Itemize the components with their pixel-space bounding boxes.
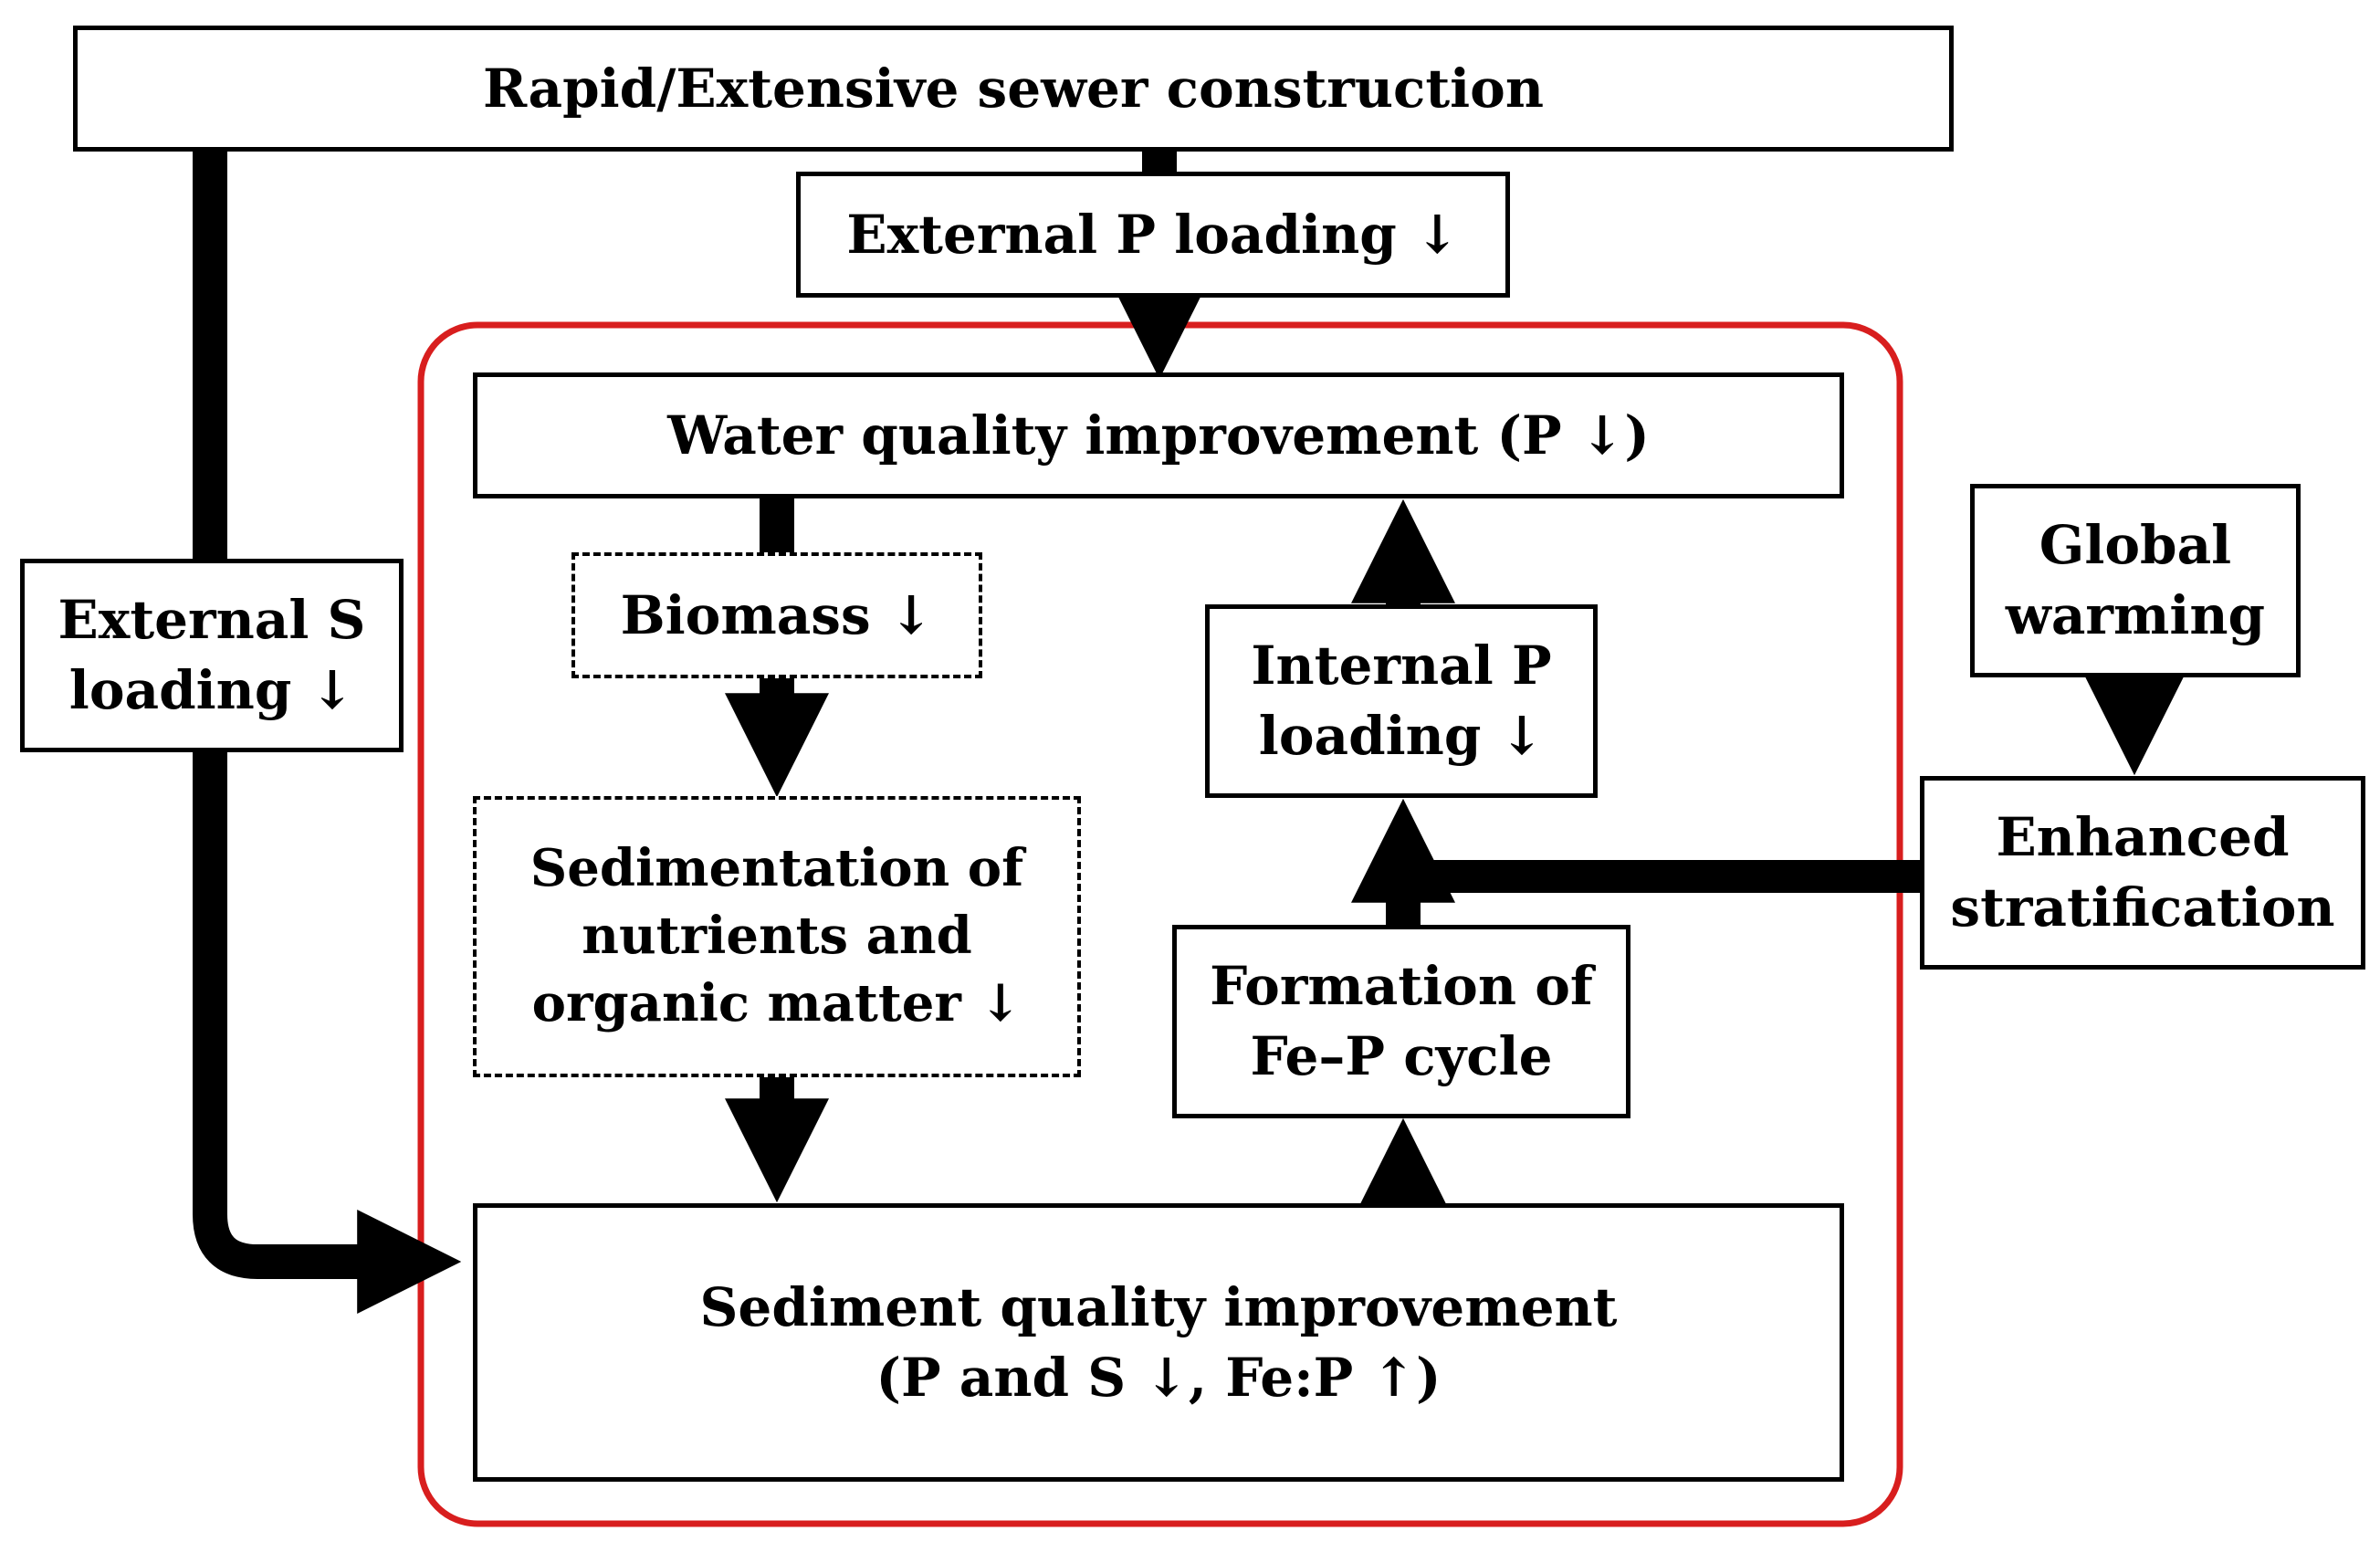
sedimentation-label: Sedimentation of nutrients and organic m… — [529, 838, 1024, 1033]
internal-p-loading-box: Internal P loading ↓ — [1205, 604, 1598, 798]
external-p-loading-label: External P loading ↓ — [846, 203, 1460, 266]
arrow-sewer-to-sediment-via-external-s — [193, 152, 462, 1314]
external-s-loading-label: External S loading ↓ — [58, 589, 366, 721]
sedimentation-box: Sedimentation of nutrients and organic m… — [473, 796, 1081, 1077]
enhanced-stratification-box: Enhanced stratification — [1920, 776, 2365, 970]
global-warming-box: Global warming — [1970, 484, 2301, 677]
external-s-loading-box: External S loading ↓ — [20, 559, 404, 752]
enhanced-stratification-label: Enhanced stratification — [1950, 806, 2335, 939]
sewer-construction-box: Rapid/Extensive sewer construction — [73, 26, 1954, 152]
sediment-quality-label: Sediment quality improvement (P and S ↓,… — [699, 1275, 1618, 1409]
fe-p-cycle-label: Formation of Fe–P cycle — [1210, 955, 1593, 1087]
global-warming-label: Global warming — [2005, 514, 2266, 646]
sediment-quality-box: Sediment quality improvement (P and S ↓,… — [473, 1203, 1844, 1482]
biomass-label: Biomass ↓ — [620, 583, 934, 646]
water-quality-label: Water quality improvement (P ↓) — [667, 404, 1650, 467]
biomass-box: Biomass ↓ — [571, 552, 982, 678]
fe-p-cycle-box: Formation of Fe–P cycle — [1172, 925, 1630, 1118]
internal-p-loading-label: Internal P loading ↓ — [1251, 634, 1552, 767]
sewer-construction-label: Rapid/Extensive sewer construction — [482, 57, 1545, 120]
external-p-loading-box: External P loading ↓ — [796, 172, 1510, 298]
water-quality-box: Water quality improvement (P ↓) — [473, 372, 1844, 498]
